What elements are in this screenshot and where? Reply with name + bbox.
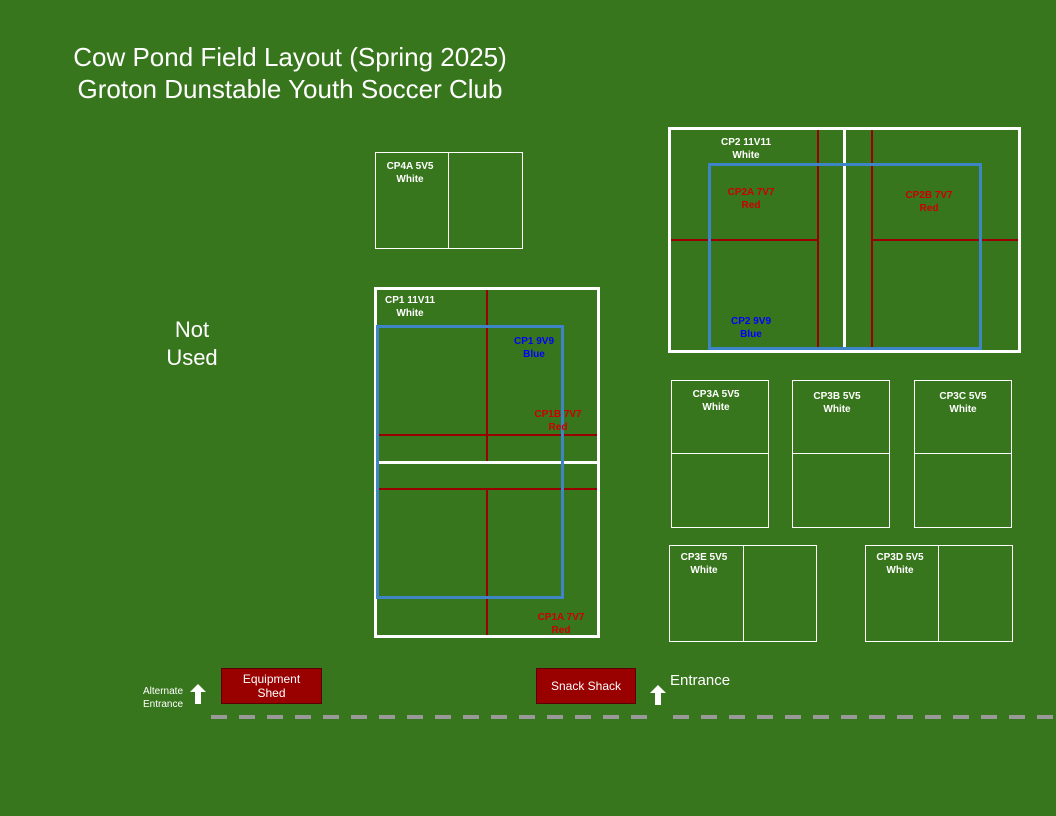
walkway-path-left <box>211 715 651 719</box>
field-cp1a-line-vertical <box>486 490 488 635</box>
entrance-label: Entrance <box>670 672 731 689</box>
field-cp2b-line-horizontal <box>873 239 1018 241</box>
field-cp1b-line-horizontal <box>377 434 597 436</box>
field-cp2b-color: Red <box>919 203 939 214</box>
map-title: Cow Pond Field Layout (Spring 2025) <box>73 42 507 72</box>
field-cp3a <box>671 380 769 528</box>
field-cp1a-label: CP1A 7V7 Red <box>521 611 601 637</box>
field-cp3e-color: White <box>690 565 718 576</box>
field-cp3b-color: White <box>823 404 851 415</box>
field-cp2-halfway-line <box>843 127 846 353</box>
field-cp2a-line-vertical <box>817 130 819 350</box>
equipment-shed: Equipment Shed <box>221 668 322 704</box>
field-cp2a-line-horizontal <box>671 239 817 241</box>
field-cp1a-line-horizontal <box>377 488 597 490</box>
field-cp4a <box>375 152 523 249</box>
field-cp2b-label: CP2B 7V7 Red <box>889 189 969 215</box>
field-cp2a-name: CP2A 7V7 <box>727 187 775 198</box>
not-used-label: Not Used <box>166 317 218 370</box>
field-cp1-color: White <box>396 308 424 319</box>
field-cp1b-label: CP1B 7V7 Red <box>518 408 598 434</box>
field-cp3a-name: CP3A 5V5 <box>692 389 740 400</box>
field-cp3c <box>914 380 1012 528</box>
field-cp1a-color: Red <box>551 625 571 636</box>
map-subtitle: Groton Dunstable Youth Soccer Club <box>77 74 503 104</box>
alternate-entrance-label: Alternate Entrance <box>142 686 184 710</box>
field-cp3c-color: White <box>949 404 977 415</box>
field-cp3a-label: CP3A 5V5 White <box>676 388 756 414</box>
field-cp3d-halfway-line <box>938 545 939 642</box>
field-cp2b-line-vertical <box>871 130 873 350</box>
field-cp1b-line-vertical <box>486 290 488 461</box>
field-cp1b-color: Red <box>548 422 568 433</box>
field-cp3e-name: CP3E 5V5 <box>680 552 728 563</box>
field-cp1b-name: CP1B 7V7 <box>534 409 582 420</box>
up-arrow-icon <box>190 684 206 704</box>
snack-shack: Snack Shack <box>536 668 636 704</box>
field-cp2a-color: Red <box>741 200 761 211</box>
field-cp2-color: White <box>732 150 760 161</box>
field-cp3a-color: White <box>702 402 730 413</box>
field-cp1-9v9-name: CP1 9V9 <box>513 336 555 347</box>
field-cp1-9v9 <box>376 325 564 599</box>
field-cp3c-label: CP3C 5V5 White <box>923 390 1003 416</box>
field-cp3d-label: CP3D 5V5 White <box>860 551 940 577</box>
field-cp3b <box>792 380 890 528</box>
field-cp2b-name: CP2B 7V7 <box>905 190 953 201</box>
field-cp3e-label: CP3E 5V5 White <box>664 551 744 577</box>
field-cp3b-halfway-line <box>792 453 890 454</box>
field-cp4a-label: CP4A 5V5 White <box>370 160 450 186</box>
field-cp3a-halfway-line <box>671 453 769 454</box>
field-cp3b-label: CP3B 5V5 White <box>797 390 877 416</box>
field-cp3c-name: CP3C 5V5 <box>939 391 987 402</box>
field-cp2a-label: CP2A 7V7 Red <box>711 186 791 212</box>
field-cp2-9v9-name: CP2 9V9 <box>730 316 772 327</box>
field-cp3d-name: CP3D 5V5 <box>876 552 924 563</box>
field-cp1-halfway-line <box>374 461 600 464</box>
field-cp4a-name: CP4A 5V5 <box>386 161 434 172</box>
walkway-path-right <box>673 715 1053 719</box>
field-cp3d-color: White <box>886 565 914 576</box>
field-cp1-label: CP1 11V11 White <box>370 294 450 320</box>
up-arrow-icon <box>650 685 666 705</box>
field-cp4a-halfway-line <box>448 152 449 249</box>
field-cp1-9v9-color: Blue <box>523 349 545 360</box>
field-cp3c-halfway-line <box>914 453 1012 454</box>
field-cp3e-halfway-line <box>743 545 744 642</box>
field-cp2-9v9-label: CP2 9V9 Blue <box>711 315 791 341</box>
field-cp3d <box>865 545 1013 642</box>
field-cp1a-name: CP1A 7V7 <box>537 612 585 623</box>
field-cp2-9v9 <box>708 163 982 350</box>
field-cp4a-color: White <box>396 174 424 185</box>
field-cp2-name: CP2 11V11 <box>720 137 772 148</box>
field-cp2-9v9-color: Blue <box>740 329 762 340</box>
field-cp3b-name: CP3B 5V5 <box>813 391 861 402</box>
field-cp1-9v9-label: CP1 9V9 Blue <box>494 335 574 361</box>
field-cp1-name: CP1 11V11 <box>384 295 436 306</box>
field-cp2-label: CP2 11V11 White <box>706 136 786 162</box>
